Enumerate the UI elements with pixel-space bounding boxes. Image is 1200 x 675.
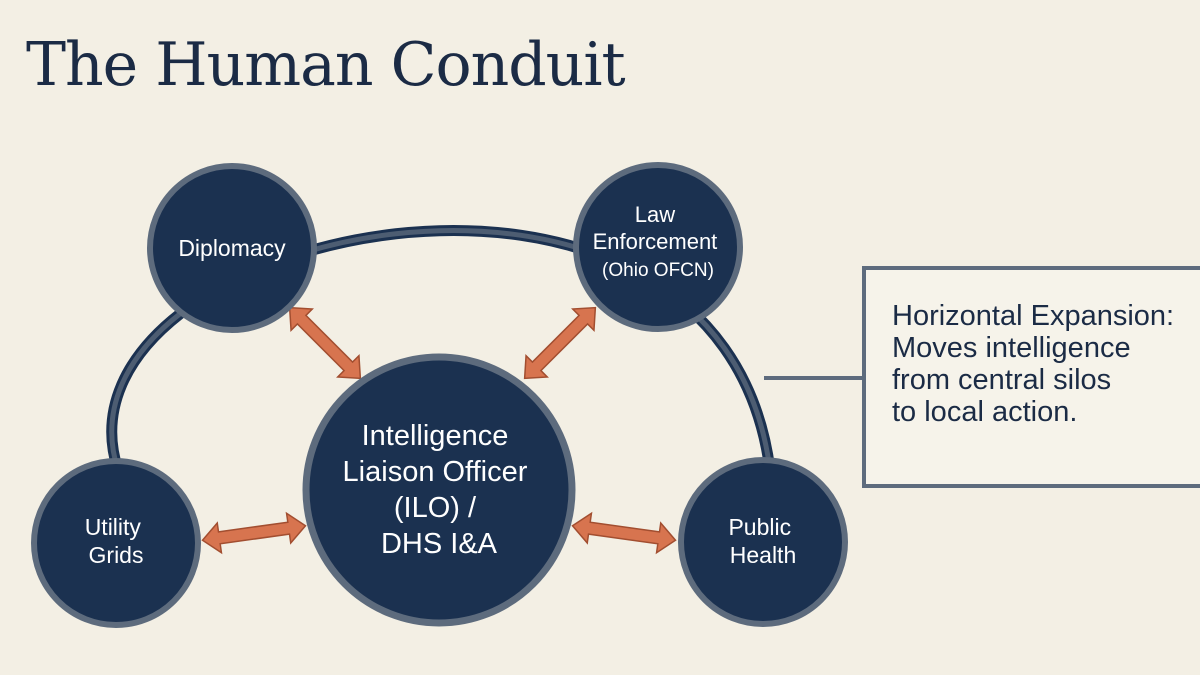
- arrow-public-health-center: [571, 511, 677, 555]
- svg-text:Diplomacy: Diplomacy: [178, 235, 286, 261]
- node-utility-line-2: Grids: [89, 542, 144, 568]
- page-title: The Human Conduit: [26, 30, 626, 100]
- callout-line-3: from central silos: [892, 364, 1112, 396]
- node-center-ilo: Intelligence Liaison Officer (ILO) / DHS…: [302, 353, 576, 627]
- node-law-line-2: Enforcement: [593, 229, 718, 254]
- callout-box: Horizontal Expansion: Moves intelligence…: [862, 266, 1200, 488]
- node-diplomacy: Diplomacy: [147, 163, 317, 333]
- node-health-line-2: Health: [730, 542, 796, 568]
- node-public-health: Public Health: [678, 457, 848, 627]
- arrow-diplomacy-center: [288, 306, 362, 380]
- callout-text: Horizontal Expansion: Moves intelligence…: [892, 300, 1174, 428]
- node-law-line-1: Law: [635, 202, 675, 227]
- node-utility-line-1: Utility: [85, 514, 142, 540]
- network-arc-inner: [109, 228, 773, 471]
- node-health-line-1: Public: [728, 514, 791, 540]
- svg-text:Law Enforcement (O: Law Enforcement (Ohio OFCN): [593, 202, 724, 281]
- callout-line-2: Moves intelligence: [892, 332, 1131, 364]
- node-diplomacy-line-1: Diplomacy: [178, 235, 286, 261]
- node-center-line-2: Liaison Officer: [343, 456, 528, 488]
- arrow-law-center: [523, 306, 597, 380]
- svg-text:Utility Grids: Utility Grids: [85, 514, 148, 568]
- node-center-line-3: (ILO) /: [394, 492, 477, 524]
- arrow-utility-center: [201, 511, 307, 555]
- node-center-line-4: DHS I&A: [381, 528, 498, 560]
- svg-text:Public Health: Public Health: [728, 514, 797, 568]
- node-law-line-3: (Ohio OFCN): [602, 260, 714, 281]
- node-law-enforcement: Law Enforcement (Ohio OFCN): [573, 162, 743, 332]
- node-utility-grids: Utility Grids: [31, 458, 201, 628]
- node-center-line-1: Intelligence: [362, 420, 509, 452]
- callout-line-1: Horizontal Expansion:: [892, 300, 1175, 332]
- callout-line-4: to local action.: [892, 396, 1078, 428]
- svg-text:Intelligence Liaison Off: Intelligence Liaison Officer (ILO) / DHS…: [343, 420, 536, 560]
